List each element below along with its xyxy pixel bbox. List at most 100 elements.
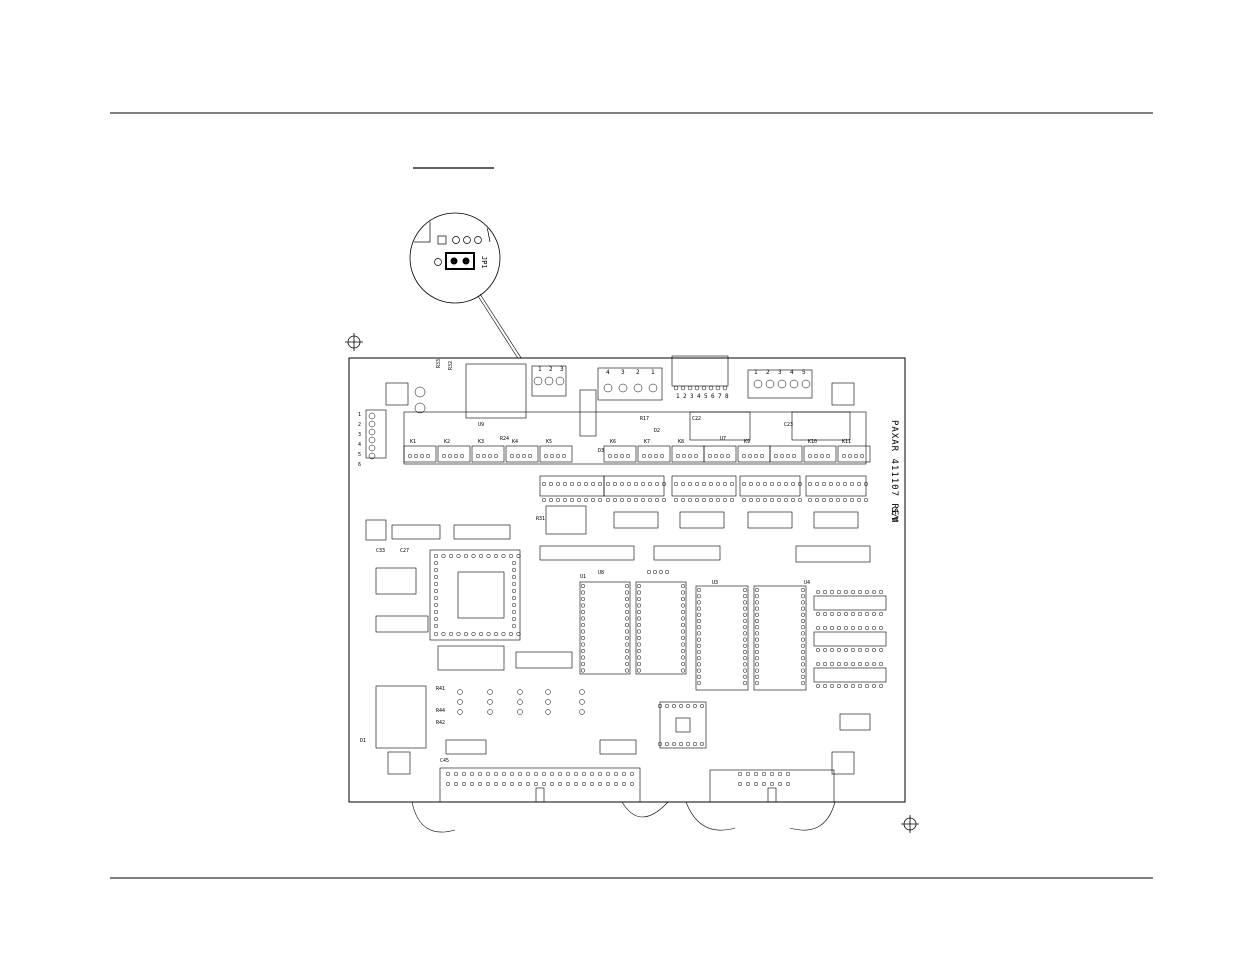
pcb-pad <box>511 609 517 615</box>
pcb-pad <box>525 771 531 777</box>
j3-pin-label: 1 <box>651 369 655 376</box>
pcb-pad <box>636 642 642 647</box>
pcb-pad <box>696 600 702 605</box>
pcb-pad <box>624 603 630 608</box>
pcb-pad <box>493 453 499 459</box>
pcb-pad <box>856 481 862 487</box>
j2-pin-label: 2 <box>549 366 553 373</box>
pcb-pad <box>696 587 702 593</box>
resistor-label: R42 <box>436 720 445 726</box>
pcb-pad <box>857 683 863 689</box>
pcb-pad <box>511 560 517 566</box>
pcb-pad <box>836 611 842 617</box>
pcb-pad <box>745 771 751 777</box>
pcb-pad <box>636 596 642 602</box>
ic-label: U1 <box>580 574 586 580</box>
pcb-pad <box>694 385 700 391</box>
pcb-pad <box>433 553 439 559</box>
capacitor-label: C33 <box>376 548 385 554</box>
pcb-pad <box>864 611 870 617</box>
pcb-pad <box>555 497 561 503</box>
pcb-pad <box>769 497 775 503</box>
pcb-pad <box>433 574 439 580</box>
pcb-pad <box>737 781 743 787</box>
pcb-pad <box>696 662 702 667</box>
pcb-pad <box>589 771 595 777</box>
pcb-pad <box>849 497 855 503</box>
pcb-pad <box>471 631 476 637</box>
pcb-pad <box>742 649 748 655</box>
pcb-pad <box>463 631 469 637</box>
relay-label: K11 <box>842 439 851 445</box>
pad-field <box>368 376 884 787</box>
j2-pin-label: 3 <box>560 366 564 373</box>
pcb-pad <box>619 453 625 459</box>
pcb-pad <box>761 771 767 777</box>
pcb-pad <box>517 709 523 715</box>
pcb-pad <box>742 662 748 667</box>
pcb-pad <box>576 497 582 503</box>
pcb-pad <box>509 781 515 787</box>
pcb-pad <box>624 622 630 628</box>
pcb-pad <box>533 771 539 777</box>
ic-label: U4 <box>804 580 810 586</box>
pcb-pad <box>368 412 376 420</box>
pcb-pad <box>815 625 821 631</box>
pcb-pad <box>633 497 639 503</box>
pcb-pad <box>843 683 849 689</box>
pcb-pad <box>583 497 589 503</box>
pcb-pad <box>433 581 439 587</box>
relay-label: K8 <box>678 439 684 445</box>
j5-pin-label: 4 <box>697 393 701 400</box>
pcb-pad <box>657 703 663 709</box>
pcb-pad <box>463 553 469 559</box>
pcb-pad <box>562 481 568 487</box>
pcb-pad <box>729 497 735 503</box>
pcb-pad <box>722 497 728 503</box>
pcb-pad <box>487 453 493 459</box>
pcb-pad <box>636 648 642 654</box>
pcb-pad <box>654 497 660 503</box>
pcb-pad <box>636 603 642 608</box>
capacitor-label: C27 <box>400 548 409 554</box>
pcb-pad <box>576 481 582 487</box>
pcb-pad <box>626 481 632 487</box>
pcb-pad <box>636 661 642 667</box>
relay-label: K2 <box>444 439 450 445</box>
pcb-pad <box>501 771 507 777</box>
pcb-pad <box>741 453 747 459</box>
pcb-pad <box>508 631 514 637</box>
pcb-pad <box>487 709 493 715</box>
pcb-pad <box>501 781 507 787</box>
pcb-pad <box>516 631 521 637</box>
pcb-pad <box>640 497 646 503</box>
pcb-pad <box>544 376 554 386</box>
ic-labels: U8 U1 U3 U4 U7 U9 <box>478 422 810 586</box>
pcb-pad <box>777 781 783 787</box>
pcb-pad <box>685 703 691 709</box>
pcb-pad <box>549 771 555 777</box>
pcb-pad <box>742 587 748 593</box>
pcb-pad <box>368 452 376 460</box>
relay-label: K5 <box>546 439 552 445</box>
pcb-pad <box>680 609 686 615</box>
left-pin-label: 2 <box>358 422 361 428</box>
pcb-pad <box>857 647 863 653</box>
pcb-pad <box>800 612 806 617</box>
pcb-pad <box>456 553 461 559</box>
pcb-pad <box>664 703 670 709</box>
pcb-pad <box>555 481 561 487</box>
pcb-pad <box>742 680 748 686</box>
pcb-pad <box>447 453 453 459</box>
pcb-pad <box>368 420 376 428</box>
pcb-pad <box>414 386 426 398</box>
pcb-pad <box>843 589 849 595</box>
pcb-pad <box>800 618 806 624</box>
pcb-pad <box>629 781 635 787</box>
pcb-pad <box>843 625 849 631</box>
pcb-pad <box>481 453 487 459</box>
pcb-pad <box>748 481 754 487</box>
pcb-pad <box>807 453 813 459</box>
pcb-pad <box>680 596 686 602</box>
